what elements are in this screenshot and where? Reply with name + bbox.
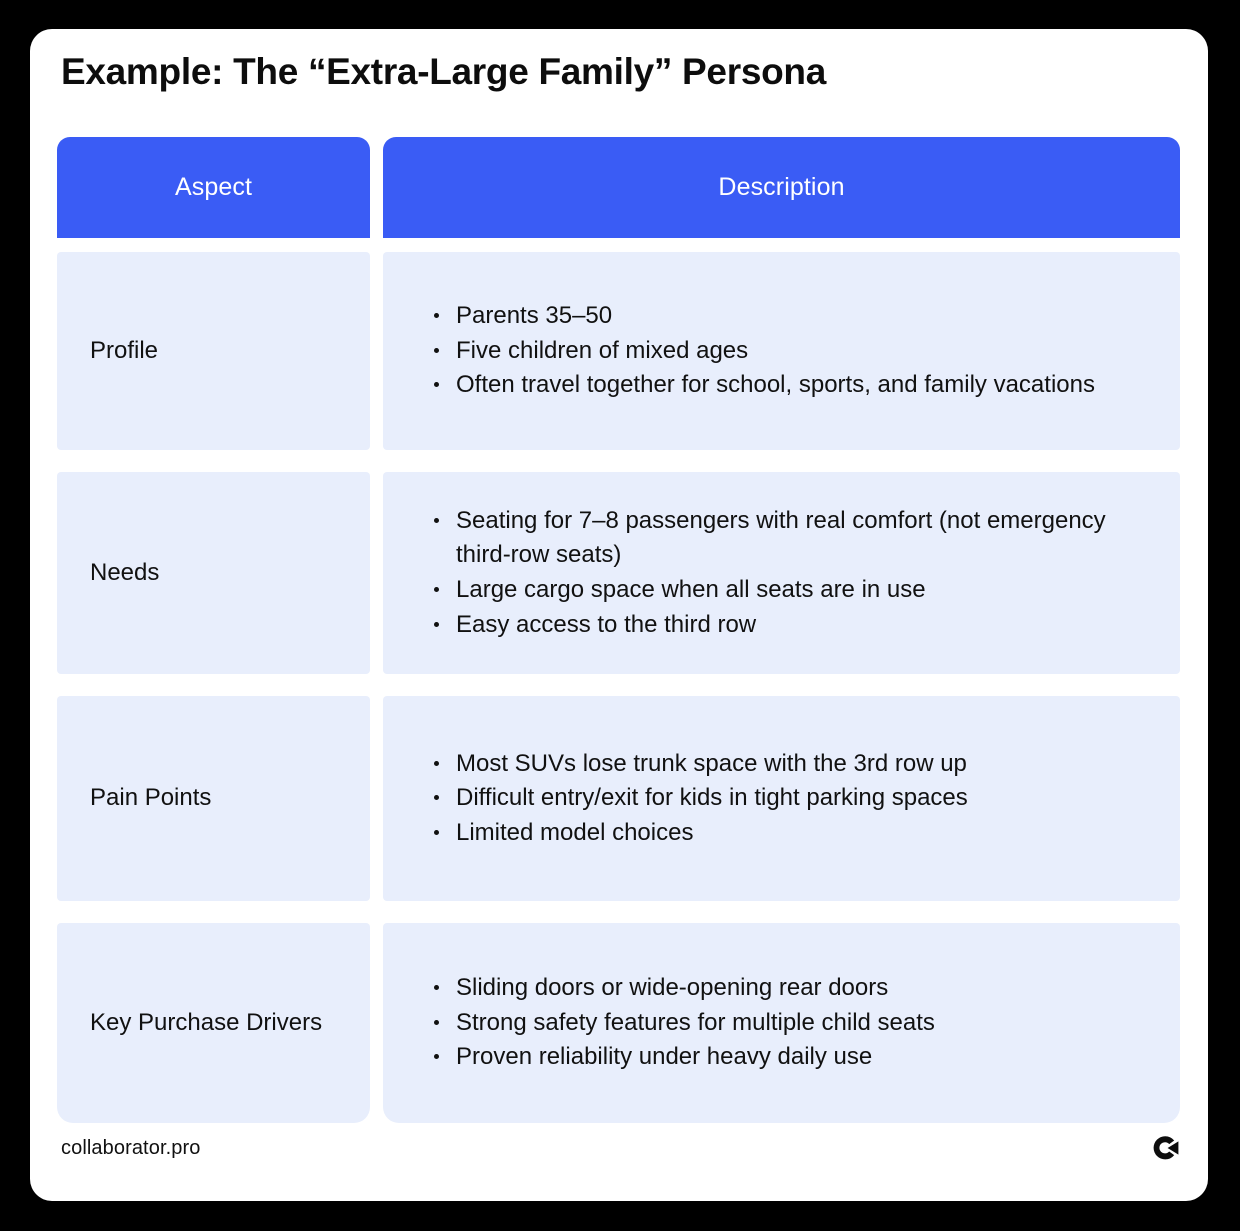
list-item: Easy access to the third row [429, 608, 1180, 643]
persona-table: Aspect Description Profile Parents 35–50… [57, 137, 1180, 1123]
list-item: Difficult entry/exit for kids in tight p… [429, 781, 1180, 816]
table-row: Pain Points Most SUVs lose trunk space w… [57, 696, 1180, 901]
column-header-aspect: Aspect [57, 137, 370, 238]
row-description-cell: Sliding doors or wide-opening rear doors… [383, 923, 1180, 1123]
collaborator-logo-icon [1150, 1133, 1180, 1163]
row-aspect-label: Pain Points [90, 784, 212, 812]
table-row: Profile Parents 35–50 Five children of m… [57, 252, 1180, 450]
bullet-list: Sliding doors or wide-opening rear doors… [429, 971, 1180, 1075]
list-item: Sliding doors or wide-opening rear doors [429, 971, 1180, 1006]
row-aspect-cell: Key Purchase Drivers [57, 923, 370, 1123]
row-aspect-cell: Profile [57, 252, 370, 450]
bullet-list: Seating for 7–8 passengers with real com… [429, 504, 1180, 642]
content-card: Example: The “Extra-Large Family” Person… [30, 29, 1208, 1201]
row-description-cell: Most SUVs lose trunk space with the 3rd … [383, 696, 1180, 901]
column-header-description: Description [383, 137, 1180, 238]
list-item: Parents 35–50 [429, 299, 1180, 334]
table-header-row: Aspect Description [57, 137, 1180, 238]
footer: collaborator.pro [61, 1131, 1180, 1165]
page-title: Example: The “Extra-Large Family” Person… [61, 51, 826, 92]
list-item: Often travel together for school, sports… [429, 368, 1180, 403]
list-item: Most SUVs lose trunk space with the 3rd … [429, 747, 1180, 782]
row-aspect-label: Key Purchase Drivers [90, 1008, 323, 1036]
list-item: Limited model choices [429, 816, 1180, 851]
table-row: Needs Seating for 7–8 passengers with re… [57, 472, 1180, 674]
column-header-aspect-label: Aspect [174, 173, 253, 201]
row-description-cell: Seating for 7–8 passengers with real com… [383, 472, 1180, 674]
table-row: Key Purchase Drivers Sliding doors or wi… [57, 923, 1180, 1123]
list-item: Five children of mixed ages [429, 334, 1180, 369]
bullet-list: Most SUVs lose trunk space with the 3rd … [429, 747, 1180, 851]
list-item: Strong safety features for multiple chil… [429, 1006, 1180, 1041]
column-header-description-label: Description [718, 173, 845, 201]
row-aspect-cell: Pain Points [57, 696, 370, 901]
row-aspect-label: Profile [90, 336, 159, 364]
list-item: Large cargo space when all seats are in … [429, 573, 1180, 608]
row-aspect-cell: Needs [57, 472, 370, 674]
site-name: collaborator.pro [61, 1136, 201, 1159]
list-item: Proven reliability under heavy daily use [429, 1040, 1180, 1075]
list-item: Seating for 7–8 passengers with real com… [429, 504, 1180, 573]
row-aspect-label: Needs [90, 558, 160, 586]
bullet-list: Parents 35–50 Five children of mixed age… [429, 299, 1180, 403]
row-description-cell: Parents 35–50 Five children of mixed age… [383, 252, 1180, 450]
